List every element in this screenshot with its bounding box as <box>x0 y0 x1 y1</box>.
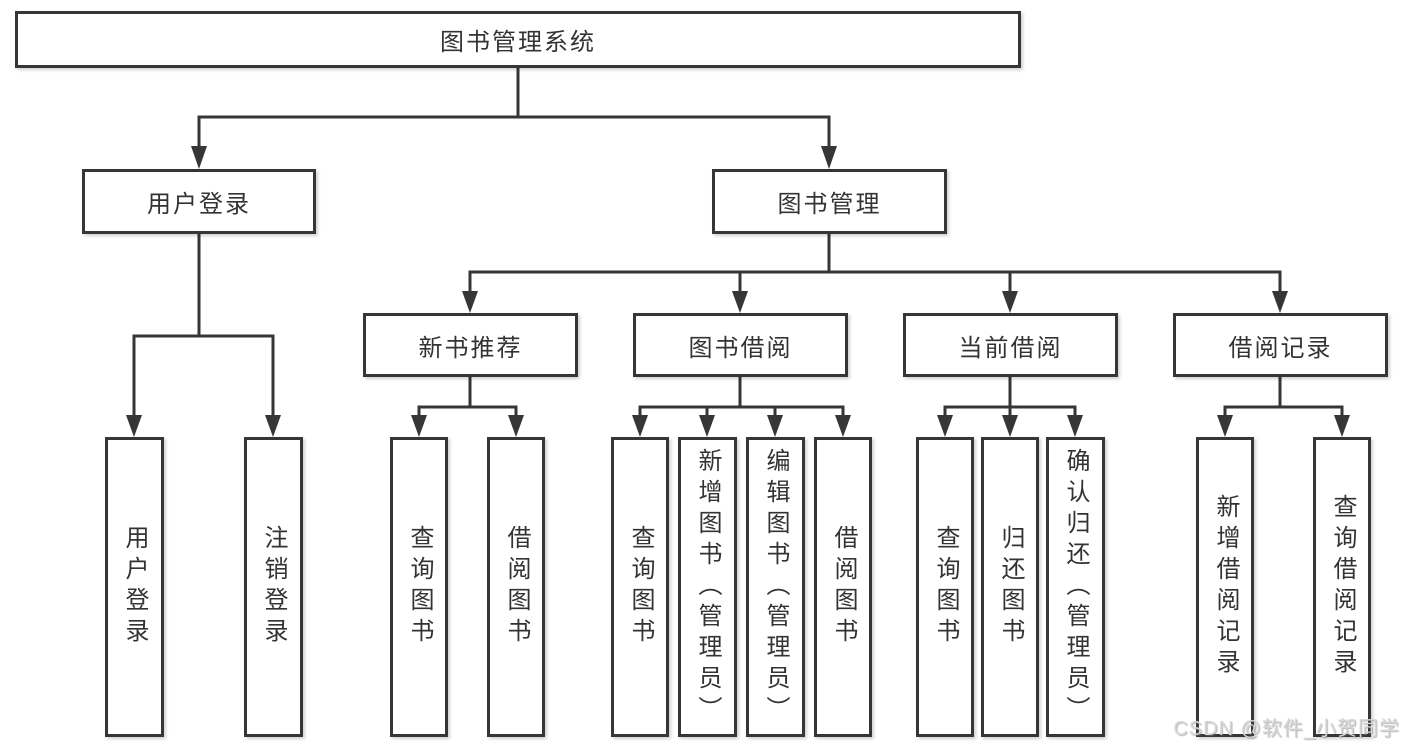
arrowhead-icon <box>1002 291 1018 313</box>
leaf-add-book-admin: 新增图书（管理员） <box>678 437 737 737</box>
node-borrow-records: 借阅记录 <box>1173 313 1388 377</box>
connector-path <box>132 66 1344 419</box>
arrowhead-icon <box>462 291 478 313</box>
node-root: 图书管理系统 <box>15 11 1021 68</box>
csdn-watermark: CSDN @软件_小贺同学 <box>1173 718 1400 740</box>
arrowhead-icon <box>265 415 281 437</box>
leaf-confirm-return-admin: 确认归还（管理员） <box>1046 437 1105 737</box>
arrowhead-icon <box>1002 415 1018 437</box>
arrowhead-icon <box>937 415 953 437</box>
leaf-return-book: 归还图书 <box>981 437 1039 737</box>
arrowhead-icon <box>1272 291 1288 313</box>
node-user-login: 用户登录 <box>82 169 316 234</box>
leaf-edit-book-admin: 编辑图书（管理员） <box>746 437 805 737</box>
arrowhead-icon <box>126 415 142 437</box>
leaf-query-books-2: 查询图书 <box>611 437 669 737</box>
arrowhead-icons <box>126 146 1350 437</box>
node-new-book-recommend: 新书推荐 <box>363 313 578 377</box>
leaf-borrow-books-1: 借阅图书 <box>487 437 545 737</box>
arrowhead-icon <box>732 291 748 313</box>
leaf-query-borrow-record: 查询借阅记录 <box>1313 437 1371 737</box>
arrowhead-icon <box>632 415 648 437</box>
arrowhead-icon <box>1217 415 1233 437</box>
node-current-borrow: 当前借阅 <box>903 313 1118 377</box>
leaf-add-borrow-record: 新增借阅记录 <box>1196 437 1254 737</box>
arrowhead-icon <box>191 146 207 169</box>
node-book-borrow: 图书借阅 <box>633 313 848 377</box>
arrowhead-icon <box>1067 415 1083 437</box>
node-book-management: 图书管理 <box>712 169 947 234</box>
arrowhead-icon <box>821 146 837 169</box>
leaf-logout: 注销登录 <box>244 437 303 737</box>
leaf-query-books-1: 查询图书 <box>390 437 448 737</box>
leaf-user-login: 用户登录 <box>105 437 164 737</box>
arrowhead-icon <box>699 415 715 437</box>
leaf-query-books-3: 查询图书 <box>916 437 974 737</box>
arrowhead-icon <box>508 415 524 437</box>
arrowhead-icon <box>767 415 783 437</box>
leaf-borrow-books-2: 借阅图书 <box>814 437 872 737</box>
arrowhead-icon <box>1334 415 1350 437</box>
arrowhead-icon <box>835 415 851 437</box>
arrowhead-icon <box>411 415 427 437</box>
